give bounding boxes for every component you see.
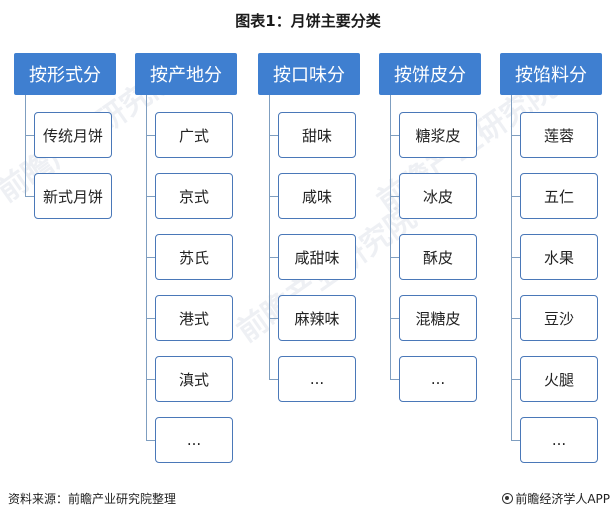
tree-branch: [511, 257, 520, 258]
category-item: 新式月饼: [34, 173, 112, 219]
category-item: ...: [520, 417, 598, 463]
category-item: 莲蓉: [520, 112, 598, 158]
category-item: ...: [155, 417, 233, 463]
diagram-title: 图表1：月饼主要分类: [235, 12, 381, 30]
category-item: 京式: [155, 173, 233, 219]
category-item: 酥皮: [399, 234, 477, 280]
tree-branch: [511, 318, 520, 319]
tree-branch: [511, 379, 520, 380]
category-item: ...: [278, 356, 356, 402]
category-item: 传统月饼: [34, 112, 112, 158]
category-item: 混糖皮: [399, 295, 477, 341]
category-header: 按饼皮分: [379, 53, 481, 95]
brand-credit: 前瞻经济学人APP: [502, 490, 610, 507]
tree-branch: [146, 196, 155, 197]
category-item: 滇式: [155, 356, 233, 402]
tree-connector: [146, 95, 147, 440]
category-item: 冰皮: [399, 173, 477, 219]
category-item: 豆沙: [520, 295, 598, 341]
tree-branch: [511, 196, 520, 197]
category-item: 麻辣味: [278, 295, 356, 341]
tree-branch: [269, 135, 278, 136]
category-header: 按产地分: [135, 53, 237, 95]
category-header: 按形式分: [14, 53, 116, 95]
tree-branch: [390, 135, 399, 136]
category-item: 咸甜味: [278, 234, 356, 280]
tree-branch: [146, 135, 155, 136]
tree-branch: [390, 379, 399, 380]
tree-branch: [146, 440, 155, 441]
tree-branch: [269, 196, 278, 197]
category-item: 苏氏: [155, 234, 233, 280]
category-item: 甜味: [278, 112, 356, 158]
tree-branch: [511, 440, 520, 441]
tree-branch: [269, 379, 278, 380]
tree-connector: [25, 95, 26, 196]
category-item: 火腿: [520, 356, 598, 402]
category-item: ...: [399, 356, 477, 402]
category-item: 港式: [155, 295, 233, 341]
category-item: 广式: [155, 112, 233, 158]
category-header: 按馅料分: [500, 53, 602, 95]
tree-branch: [390, 257, 399, 258]
category-item: 糖浆皮: [399, 112, 477, 158]
tree-branch: [25, 135, 34, 136]
brand-logo-icon: [502, 493, 514, 504]
tree-branch: [146, 379, 155, 380]
category-item: 咸味: [278, 173, 356, 219]
source-note: 资料来源：前瞻产业研究院整理: [8, 492, 177, 506]
tree-connector: [269, 95, 270, 379]
category-header: 按口味分: [258, 53, 360, 95]
tree-branch: [511, 135, 520, 136]
category-item: 五仁: [520, 173, 598, 219]
brand-name: 前瞻经济学人APP: [515, 492, 610, 506]
tree-connector: [390, 95, 391, 379]
tree-branch: [269, 318, 278, 319]
tree-branch: [146, 257, 155, 258]
tree-branch: [390, 318, 399, 319]
tree-branch: [146, 318, 155, 319]
tree-connector: [511, 95, 512, 440]
tree-branch: [390, 196, 399, 197]
category-item: 水果: [520, 234, 598, 280]
tree-branch: [269, 257, 278, 258]
tree-branch: [25, 196, 34, 197]
